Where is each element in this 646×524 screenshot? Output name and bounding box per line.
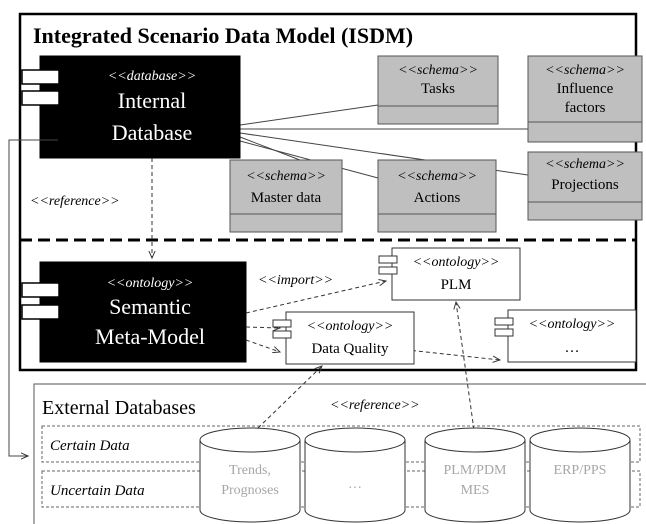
internal-db-line2: Database bbox=[112, 120, 193, 145]
schema-stereotype: <<schema>> bbox=[545, 157, 625, 172]
component-port-icon bbox=[494, 317, 514, 326]
cylinder-label: ERP/PPS bbox=[554, 463, 607, 478]
schema-label-line2: factors bbox=[565, 100, 606, 116]
uncertain-data-label: Uncertain Data bbox=[50, 483, 145, 499]
semantic-line1: Semantic bbox=[109, 294, 191, 319]
schema-influence-factors[interactable]: <<schema>> Influence factors bbox=[527, 55, 643, 143]
schema-master-data[interactable]: <<schema>> Master data bbox=[229, 159, 343, 233]
schema-label: Actions bbox=[414, 190, 461, 206]
schema-stereotype: <<schema>> bbox=[246, 169, 326, 184]
ontology-plm[interactable]: <<ontology>> PLM bbox=[378, 247, 521, 301]
ontology-more[interactable]: <<ontology>> … bbox=[494, 309, 637, 363]
component-port-icon bbox=[272, 319, 292, 328]
component-port-icon bbox=[378, 255, 398, 264]
component-port-icon bbox=[21, 282, 60, 298]
schema-label: Tasks bbox=[421, 81, 455, 97]
internal-database-component[interactable]: <<database>> Internal Database bbox=[21, 55, 241, 159]
ontology-label: … bbox=[565, 340, 580, 356]
ontology-stereotype: <<ontology>> bbox=[413, 255, 500, 270]
schema-label: Master data bbox=[251, 190, 322, 206]
ontology-label: PLM bbox=[441, 277, 472, 293]
cylinder-label-line2: MES bbox=[461, 483, 490, 498]
db-cylinder-more[interactable]: … bbox=[304, 427, 406, 523]
schema-label-line1: Influence bbox=[557, 81, 614, 97]
cylinder-label-line1: PLM/PDM bbox=[443, 463, 507, 478]
external-title: External Databases bbox=[42, 397, 196, 419]
component-port-icon bbox=[21, 90, 60, 106]
schema-stereotype: <<schema>> bbox=[545, 63, 625, 78]
import-label: <<import>> bbox=[258, 273, 333, 288]
schema-actions[interactable]: <<schema>> Actions bbox=[377, 159, 497, 233]
semantic-line2: Meta-Model bbox=[95, 324, 205, 349]
db-cylinder-trends[interactable]: Trends, Prognoses bbox=[199, 427, 301, 523]
ontology-stereotype: <<ontology>> bbox=[307, 319, 394, 334]
external-databases-area: External Databases Certain Data Uncertai… bbox=[33, 383, 646, 524]
component-port-icon bbox=[21, 69, 60, 85]
certain-data-label: Certain Data bbox=[50, 438, 130, 454]
schema-projections[interactable]: <<schema>> Projections bbox=[527, 151, 643, 221]
ontology-stereotype: <<ontology>> bbox=[529, 317, 616, 332]
cylinder-label: … bbox=[348, 477, 362, 492]
component-port-icon bbox=[272, 330, 292, 339]
semantic-stereotype: <<ontology>> bbox=[107, 276, 194, 291]
db-cylinder-plm[interactable]: PLM/PDM MES bbox=[424, 427, 526, 523]
schema-stereotype: <<schema>> bbox=[397, 169, 477, 184]
db-cylinder-erp[interactable]: ERP/PPS bbox=[529, 427, 631, 523]
schema-tasks[interactable]: <<schema>> Tasks bbox=[377, 55, 499, 125]
semantic-meta-model-component[interactable]: <<ontology>> Semantic Meta-Model bbox=[21, 261, 247, 363]
schema-stereotype: <<schema>> bbox=[398, 63, 478, 78]
component-port-icon bbox=[21, 304, 60, 320]
cylinder-label-line1: Trends, bbox=[229, 463, 271, 478]
internal-db-stereotype: <<database>> bbox=[108, 69, 196, 84]
component-port-icon bbox=[378, 266, 398, 275]
schema-label: Projections bbox=[551, 177, 619, 193]
cylinder-label-line2: Prognoses bbox=[221, 483, 279, 498]
external-link-line bbox=[8, 139, 58, 456]
import-arrows bbox=[245, 281, 500, 360]
external-reference-arrows bbox=[257, 302, 475, 431]
reference-label-internal: <<reference>> bbox=[30, 194, 120, 209]
ontology-data-quality[interactable]: <<ontology>> Data Quality bbox=[272, 311, 415, 365]
internal-db-line1: Internal bbox=[118, 88, 186, 113]
reference-label-external: <<reference>> bbox=[330, 398, 420, 413]
isdm-title: Integrated Scenario Data Model (ISDM) bbox=[33, 23, 413, 48]
component-port-icon bbox=[494, 328, 514, 337]
ontology-label: Data Quality bbox=[311, 341, 389, 357]
